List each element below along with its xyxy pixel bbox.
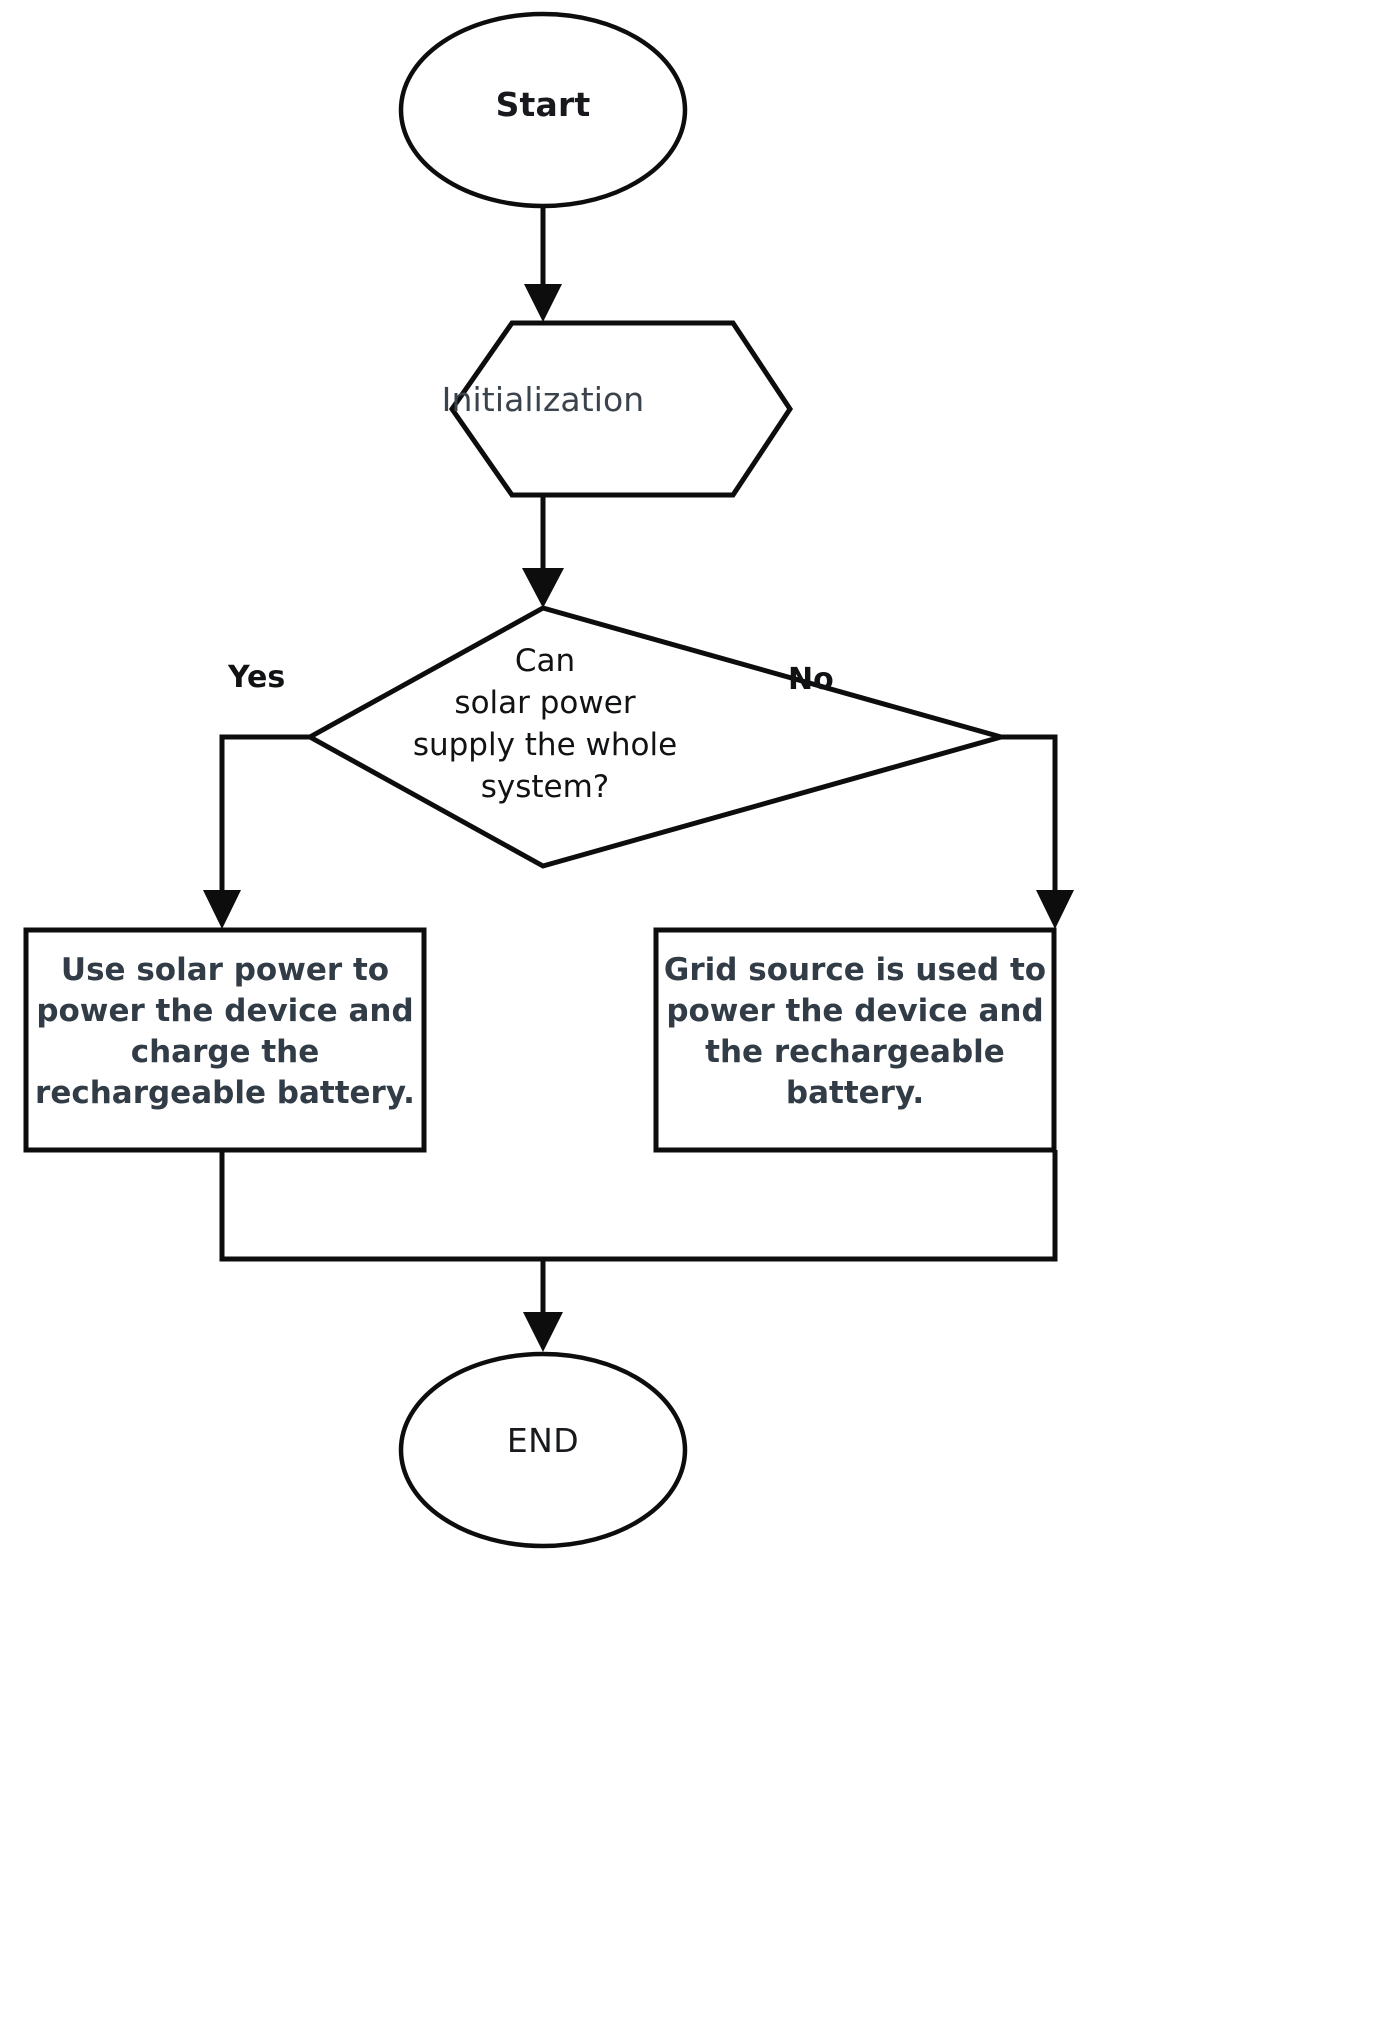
edge-decision-no-line bbox=[1001, 734, 1058, 905]
edge-decision-yes-line bbox=[219, 734, 310, 905]
edge-decision-yes-arrowhead bbox=[203, 890, 241, 929]
edge-merge-to-end-arrowhead bbox=[523, 1312, 563, 1352]
edge-merge-line bbox=[219, 1150, 1058, 1262]
edge-start-to-init-arrowhead bbox=[524, 284, 562, 322]
node-start-shape[interactable] bbox=[398, 11, 688, 209]
node-initialization-shape[interactable] bbox=[448, 320, 793, 498]
edge-decision-no-arrowhead bbox=[1036, 890, 1074, 929]
node-end-shape[interactable] bbox=[398, 1351, 688, 1549]
edge-init-to-decision-arrowhead bbox=[522, 568, 564, 608]
node-solar-branch-shape[interactable] bbox=[23, 927, 427, 1153]
node-grid-branch-shape[interactable] bbox=[653, 927, 1057, 1153]
node-decision-shape[interactable] bbox=[304, 605, 1011, 869]
